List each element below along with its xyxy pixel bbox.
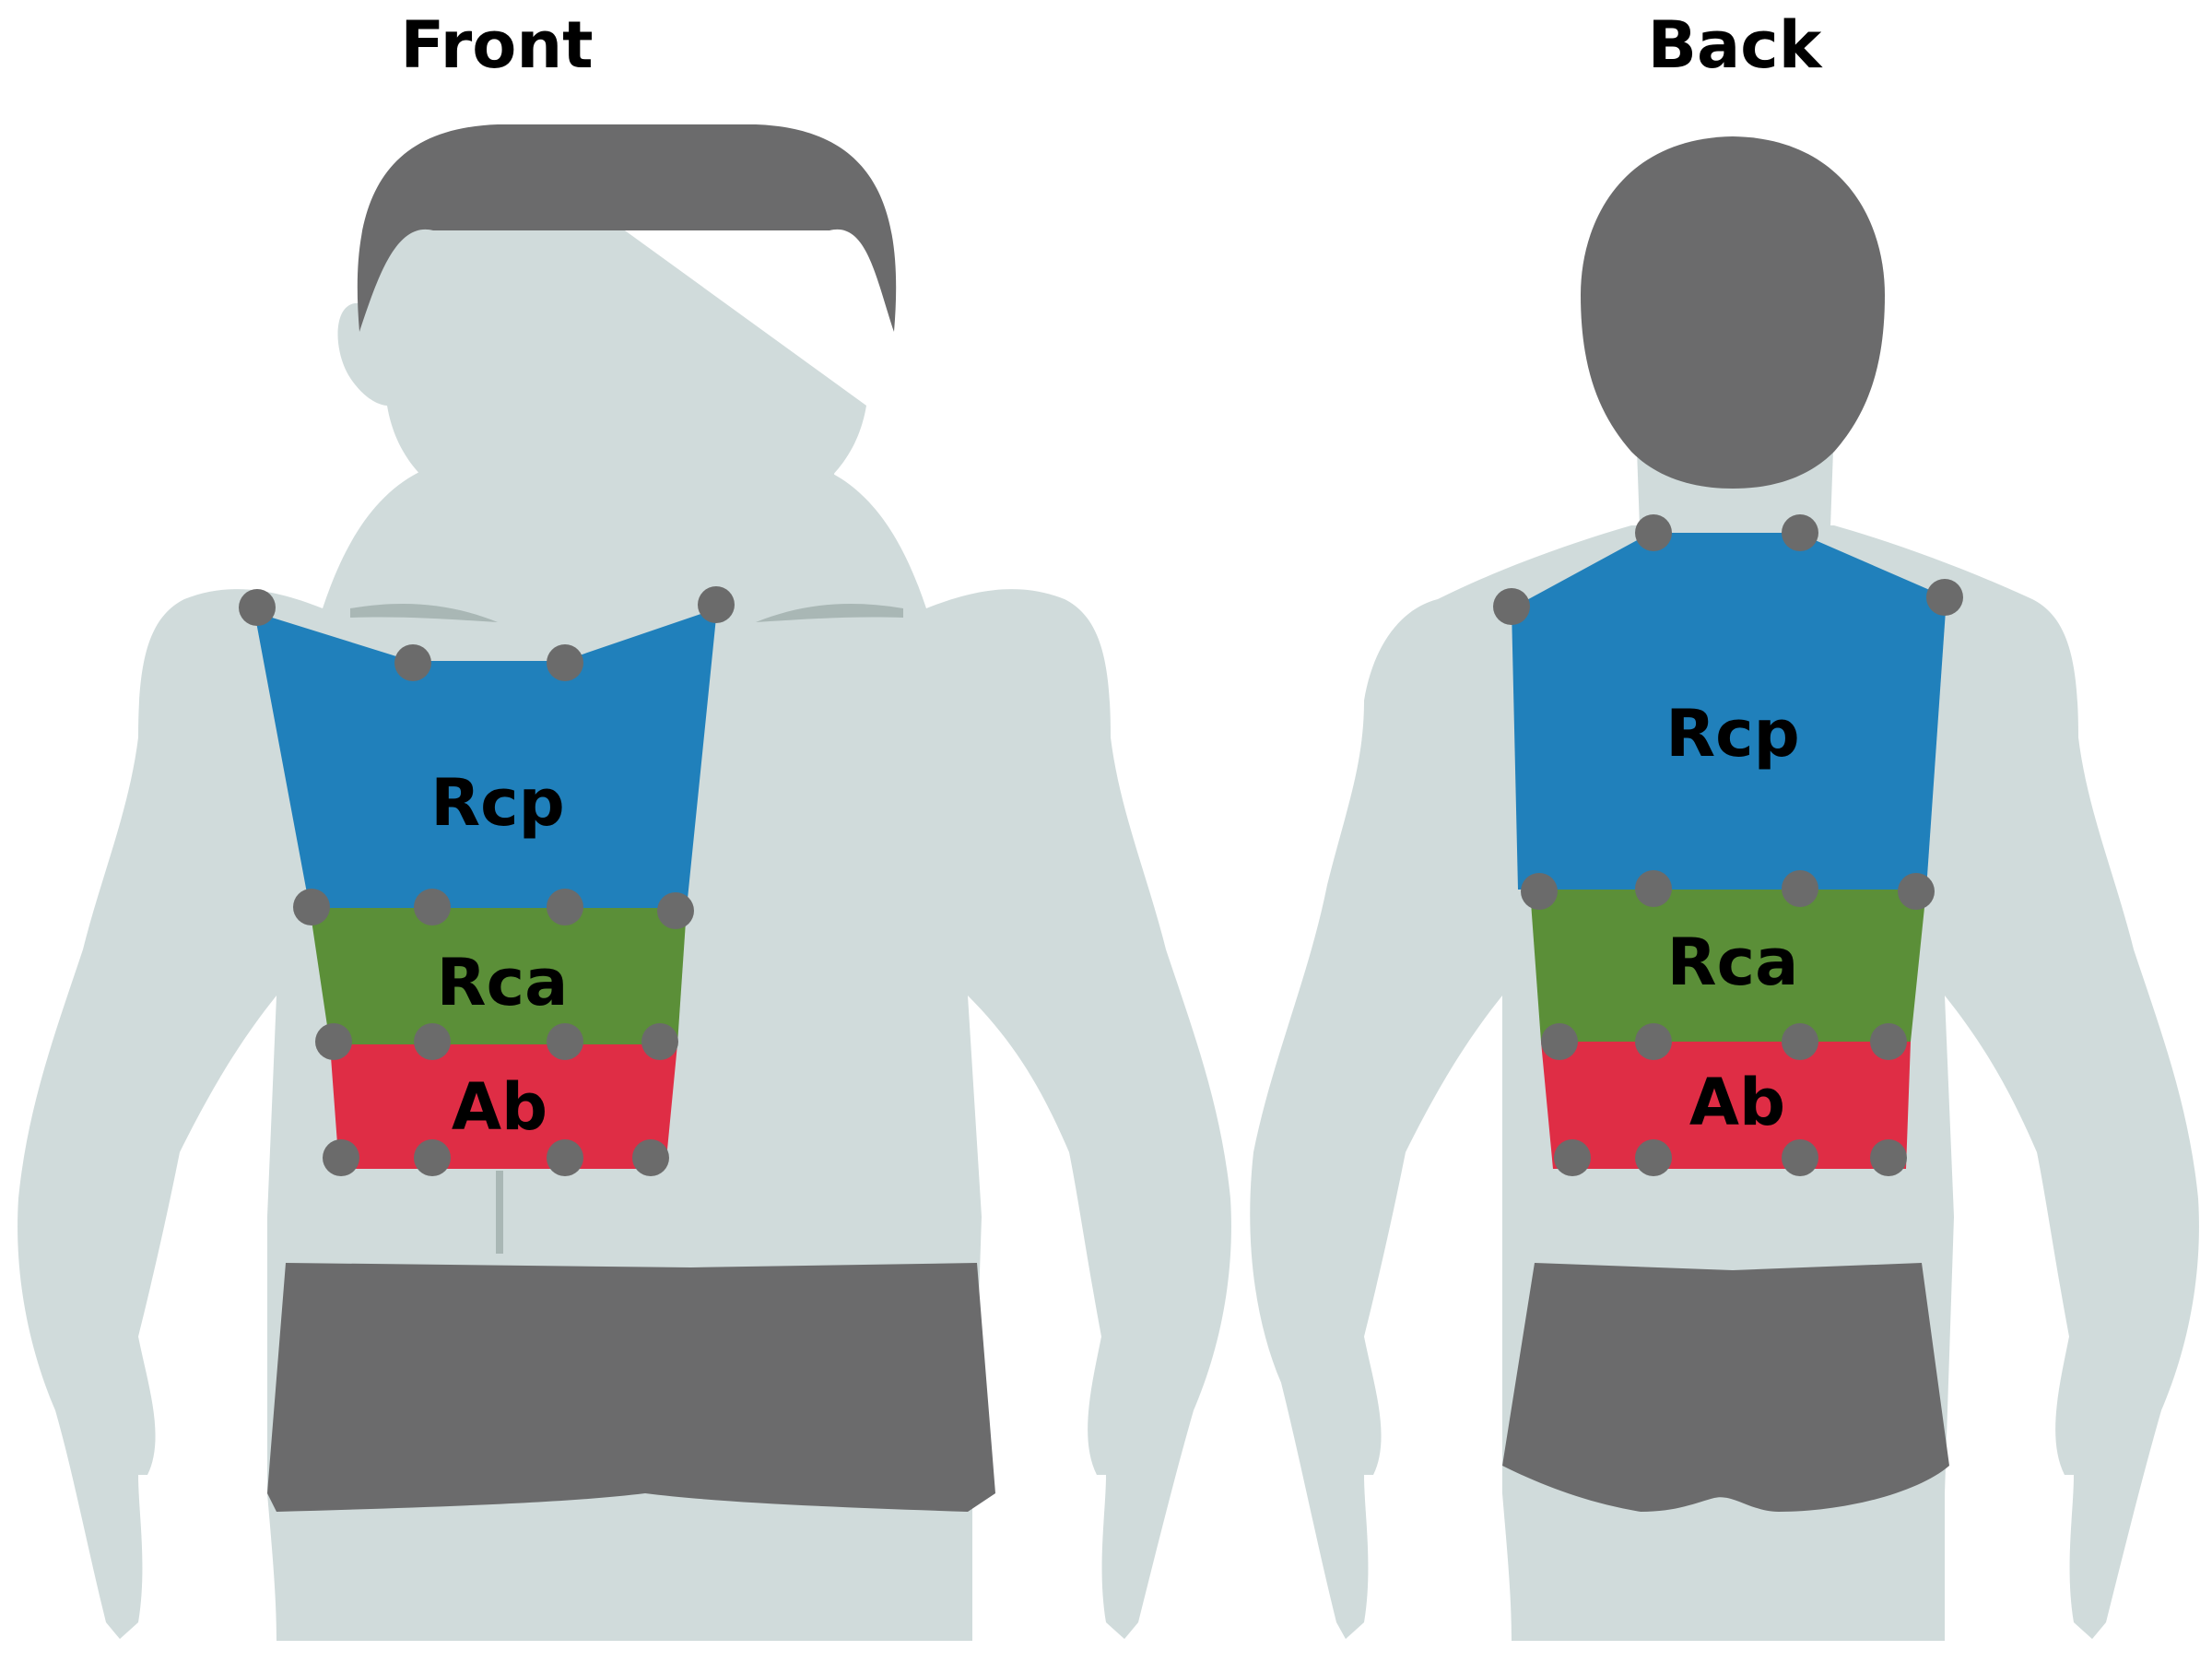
- front-zone-rcp-label: Rcp: [430, 765, 565, 841]
- zone-marker-dot: [1782, 514, 1818, 551]
- zone-marker-dot: [547, 1139, 583, 1176]
- front-zone-rca: [310, 908, 687, 1044]
- back-zone-rca: [1530, 890, 1926, 1042]
- zone-marker-dot: [1521, 873, 1558, 910]
- zone-marker-dot: [1926, 579, 1963, 616]
- zone-marker-dot: [414, 1139, 451, 1176]
- zone-marker-dot: [1541, 1023, 1578, 1060]
- zone-marker-dot: [641, 1023, 678, 1060]
- front-figure: Rcp Rca Ab: [18, 124, 1231, 1641]
- back-shorts: [1502, 1263, 1949, 1512]
- zone-marker-dot: [1554, 1139, 1591, 1176]
- back-zone-rcp-label: Rcp: [1665, 696, 1800, 772]
- zone-marker-dot: [1635, 870, 1672, 907]
- zone-marker-dot: [315, 1023, 352, 1060]
- back-figure: Rcp Rca Ab: [1250, 136, 2199, 1641]
- zone-marker-dot: [698, 586, 735, 623]
- front-collarbone-right: [756, 604, 903, 622]
- zone-marker-dot: [657, 892, 694, 929]
- zone-marker-dot: [547, 889, 583, 925]
- front-abs-line: [496, 1171, 503, 1254]
- zone-marker-dot: [323, 1139, 359, 1176]
- front-hair: [357, 124, 897, 332]
- zone-marker-dot: [394, 644, 431, 681]
- front-zone-rcp: [254, 608, 717, 908]
- front-zone-ab: [330, 1044, 677, 1169]
- zone-marker-dot: [1870, 1023, 1907, 1060]
- zone-marker-dot: [1635, 514, 1672, 551]
- zone-marker-dot: [1870, 1139, 1907, 1176]
- zone-marker-dot: [547, 644, 583, 681]
- zone-marker-dot: [293, 889, 330, 925]
- zone-marker-dot: [414, 889, 451, 925]
- zone-marker-dot: [632, 1139, 669, 1176]
- back-zone-ab-label: Ab: [1689, 1065, 1785, 1140]
- zone-marker-dot: [1782, 870, 1818, 907]
- back-zone-rcp: [1512, 533, 1947, 890]
- back-head: [1581, 136, 1885, 489]
- front-head: [337, 138, 866, 516]
- back-markers: [1493, 514, 1963, 1176]
- zone-marker-dot: [1782, 1023, 1818, 1060]
- front-shorts: [267, 1263, 995, 1512]
- front-view-title: Front: [400, 7, 594, 83]
- front-zone-rca-label: Rca: [437, 945, 569, 1020]
- back-zone-rca-label: Rca: [1667, 925, 1799, 1000]
- zone-marker-dot: [414, 1023, 451, 1060]
- zone-marker-dot: [1635, 1023, 1672, 1060]
- zone-marker-dot: [1782, 1139, 1818, 1176]
- zone-marker-dot: [1898, 873, 1935, 910]
- front-markers: [239, 586, 735, 1176]
- front-zone-ab-label: Ab: [452, 1069, 547, 1145]
- zone-marker-dot: [239, 589, 276, 626]
- zone-marker-dot: [547, 1023, 583, 1060]
- zone-marker-dot: [1493, 588, 1530, 625]
- zone-marker-dot: [1635, 1139, 1672, 1176]
- back-view-title: Back: [1647, 7, 1822, 83]
- back-zone-ab: [1541, 1042, 1911, 1169]
- front-collarbone-left: [350, 604, 498, 622]
